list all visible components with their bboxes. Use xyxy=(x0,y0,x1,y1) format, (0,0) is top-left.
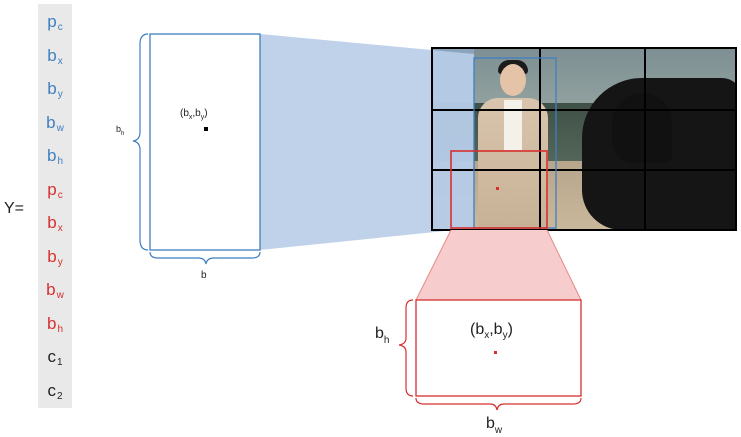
blue-height-brace xyxy=(132,33,149,251)
vector-cell-12: c2 xyxy=(38,375,72,406)
vector-symbol: b xyxy=(47,213,57,232)
vector-symbol: b xyxy=(46,313,57,333)
vector-symbol: b xyxy=(47,246,57,266)
photo-man-face xyxy=(500,64,526,96)
vector-subscript: c xyxy=(57,22,63,33)
red-bbox-box xyxy=(415,299,582,397)
vector-symbol: b xyxy=(46,146,57,165)
vector-cell-10: bh xyxy=(38,308,72,339)
red-height-label: bh xyxy=(375,325,389,346)
vector-symbol: c xyxy=(47,380,56,400)
photo-horse-head xyxy=(612,93,672,163)
vector-subscript: c xyxy=(57,189,63,201)
blue-center-label: (bx,by) xyxy=(180,108,208,121)
image-grid xyxy=(431,47,737,231)
vector-cell-8: by xyxy=(38,241,72,272)
vector-symbol: b xyxy=(47,45,57,65)
vector-cell-7: bx xyxy=(38,207,72,238)
blue-height-label: bh xyxy=(116,124,124,137)
vector-cell-6: pc xyxy=(38,174,72,205)
red-center-dot-photo xyxy=(496,187,499,190)
vector-subscript: h xyxy=(57,323,64,335)
vector-symbol: c xyxy=(47,347,56,366)
photo-horse-man xyxy=(432,48,736,230)
blue-center-dot xyxy=(204,127,208,131)
red-bbox-on-photo xyxy=(450,150,548,229)
blue-anchor-on-photo xyxy=(473,57,557,229)
vector-subscript: 2 xyxy=(56,390,63,402)
red-projection xyxy=(416,230,581,300)
vector-subscript: y xyxy=(57,256,63,268)
vector-cell-2: bx xyxy=(38,40,72,71)
vector-subscript: 1 xyxy=(56,357,63,368)
vector-symbol: p xyxy=(47,179,57,199)
vector-cell-3: by xyxy=(38,73,72,104)
vector-cell-11: c1 xyxy=(38,341,72,372)
vector-subscript: y xyxy=(57,89,63,100)
blue-width-brace xyxy=(149,251,261,265)
vector-symbol: p xyxy=(47,12,57,31)
vector-cell-4: bw xyxy=(38,107,72,138)
vector-symbol: b xyxy=(46,112,56,132)
y-equals-label: Y= xyxy=(4,200,25,217)
red-center-label: (bx,by) xyxy=(470,321,513,341)
red-width-label: bw xyxy=(486,415,503,436)
vector-subscript: x xyxy=(57,55,63,67)
blue-width-label: b xyxy=(201,270,207,281)
vector-subscript: x xyxy=(57,223,63,234)
vector-cell-5: bh xyxy=(38,140,72,171)
vector-subscript: w xyxy=(56,122,64,134)
vector-cell-9: bw xyxy=(38,274,72,305)
vector-subscript: w xyxy=(56,290,64,301)
vector-cell-1: pc xyxy=(38,6,72,37)
blue-anchor-box xyxy=(149,33,261,251)
vector-symbol: b xyxy=(46,280,56,299)
vector-symbol: b xyxy=(47,79,57,98)
vector-subscript: h xyxy=(57,156,64,167)
blue-projection xyxy=(260,34,474,250)
red-center-dot xyxy=(494,351,497,354)
red-width-brace xyxy=(415,397,582,411)
photo-man-shirt xyxy=(504,100,522,150)
red-height-brace xyxy=(398,299,414,397)
